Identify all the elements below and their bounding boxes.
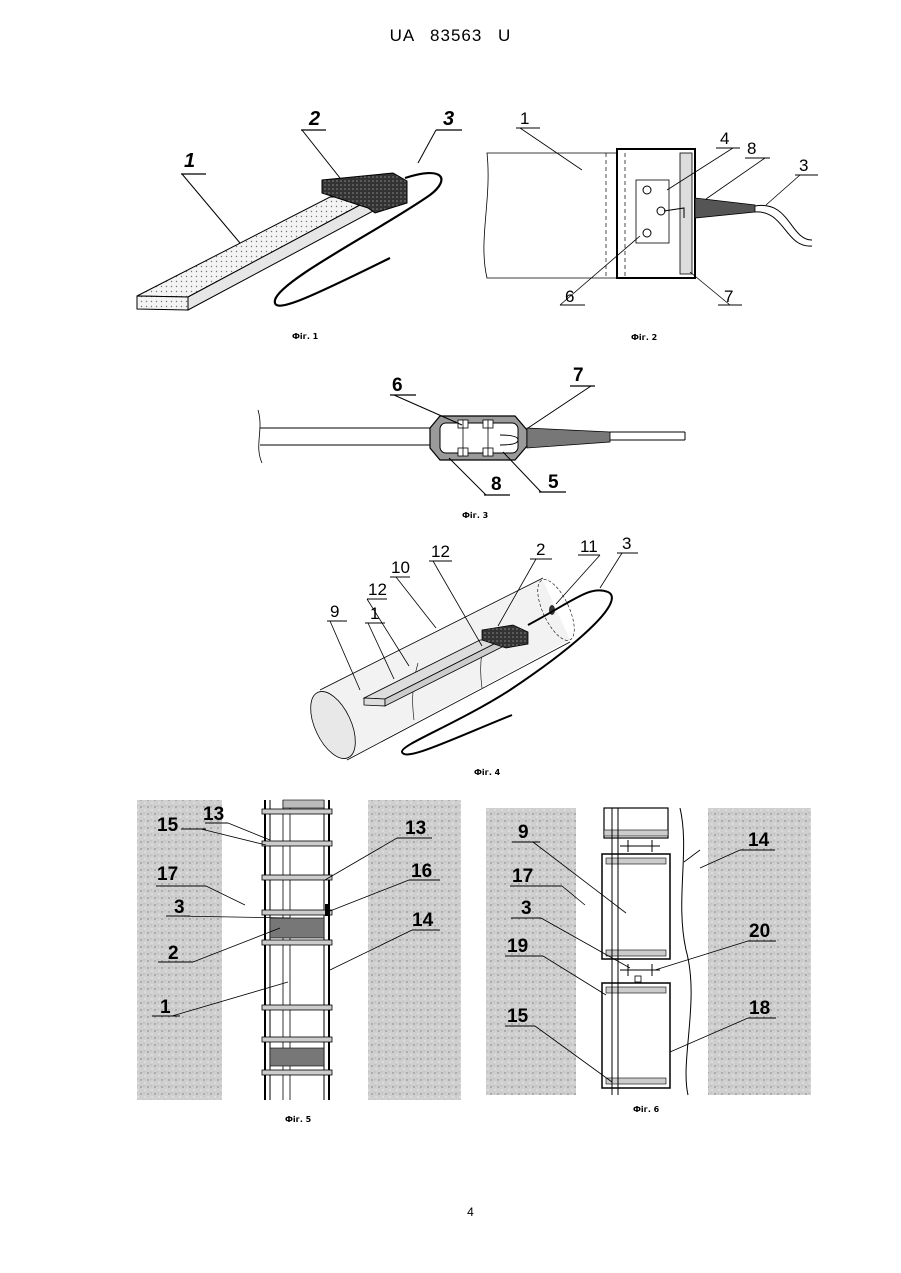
fig2-label-4: 4 [720, 129, 729, 148]
fig2-label-7: 7 [724, 287, 733, 306]
fig5-label-13a: 13 [203, 804, 224, 825]
fig5-label-13b: 13 [405, 818, 426, 839]
figure-1: 1 2 3 Фіг. 1 [137, 108, 462, 341]
fig3-label-8: 8 [491, 474, 502, 495]
fig1-label-3: 3 [443, 108, 454, 130]
fig6-label-18: 18 [749, 998, 770, 1019]
fig3-label-7: 7 [573, 365, 584, 386]
fig5-label-16: 16 [411, 861, 432, 882]
fig6-label-20: 20 [749, 921, 770, 942]
fig5-label-15: 15 [157, 815, 179, 836]
fig5-label-14: 14 [412, 910, 434, 931]
figure-5: 13 15 13 17 16 3 14 2 1 Фіг. 5 [137, 800, 461, 1124]
fig3-label-5: 5 [548, 472, 559, 493]
figure-4: 2 11 3 12 10 12 1 9 Фіг. 4 [301, 534, 638, 777]
fig4-label-11: 11 [580, 537, 598, 556]
fig2-label-8: 8 [747, 139, 756, 158]
figure-2: 1 4 8 3 6 7 Фіг. 2 [484, 109, 818, 342]
fig5-label-3: 3 [174, 897, 185, 918]
fig4-label-3: 3 [622, 534, 631, 553]
fig6-label-14: 14 [748, 830, 770, 851]
fig2-label-6: 6 [565, 287, 574, 306]
fig5-label-1: 1 [160, 997, 171, 1018]
fig3-caption: Фіг. 3 [462, 510, 488, 520]
fig2-caption: Фіг. 2 [631, 332, 657, 342]
fig5-label-2: 2 [168, 943, 179, 964]
fig2-label-1: 1 [520, 109, 529, 128]
fig1-label-2: 2 [308, 108, 320, 130]
fig4-label-1: 1 [370, 604, 379, 623]
fig4-label-10: 10 [391, 558, 410, 577]
fig1-caption: Фіг. 1 [292, 331, 319, 341]
fig4-label-2: 2 [536, 540, 545, 559]
fig3-label-6: 6 [392, 375, 403, 396]
fig6-label-15: 15 [507, 1006, 529, 1027]
fig5-caption: Фіг. 5 [285, 1114, 312, 1124]
fig6-caption: Фіг. 6 [633, 1104, 660, 1114]
page-number: 4 [0, 1205, 901, 1219]
fig4-label-12a: 12 [431, 542, 450, 561]
fig6-label-3: 3 [521, 898, 532, 919]
fig1-label-1: 1 [184, 150, 195, 172]
figure-6: 14 9 17 3 20 19 18 15 Фіг. 6 [486, 808, 811, 1114]
fig4-label-9: 9 [330, 602, 339, 621]
fig6-label-17: 17 [512, 866, 533, 887]
fig6-label-9: 9 [518, 822, 529, 843]
fig2-label-3: 3 [799, 156, 808, 175]
figure-3: 6 7 8 5 Фіг. 3 [258, 365, 685, 520]
fig5-label-17: 17 [157, 864, 178, 885]
fig4-label-12b: 12 [368, 580, 387, 599]
fig4-caption: Фіг. 4 [474, 767, 501, 777]
fig6-label-19: 19 [507, 936, 528, 957]
